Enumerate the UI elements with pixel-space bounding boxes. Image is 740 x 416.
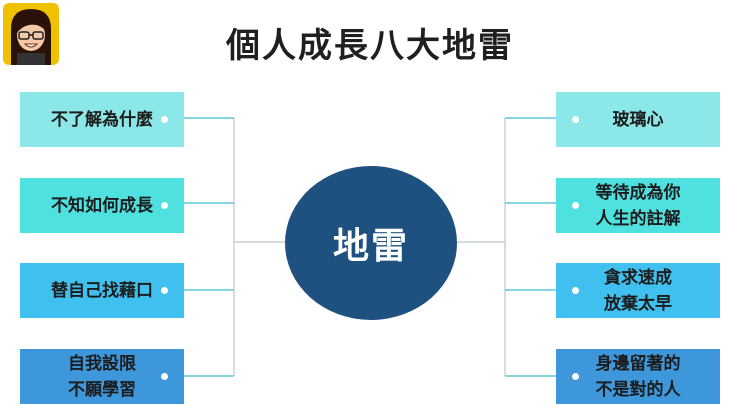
- card-text: 替自己找藉口: [51, 280, 153, 301]
- right-card-1: 玻璃心: [556, 92, 720, 147]
- page-title: 個人成長八大地雷: [226, 26, 514, 66]
- left-card-3: 替自己找藉口: [20, 263, 184, 318]
- right-card-2: 等待成為你 人生的註解: [556, 178, 720, 233]
- bullet-dot: [572, 287, 579, 294]
- bullet-dot: [572, 116, 579, 123]
- card-text: 等待成為你: [595, 182, 681, 203]
- right-card-3: 貪求速成 放棄太早: [556, 263, 720, 318]
- avatar: [3, 3, 59, 65]
- card-text: 不願學習: [68, 379, 136, 400]
- card-text: 放棄太早: [604, 293, 672, 314]
- left-card-2: 不知如何成長: [20, 178, 184, 233]
- card-text: 自我設限: [68, 353, 136, 374]
- left-card-4: 自我設限 不願學習: [20, 349, 184, 404]
- center-node: 地雷: [285, 166, 457, 320]
- bullet-dot: [572, 202, 579, 209]
- bullet-dot: [161, 373, 168, 380]
- card-text: 身邊留著的: [595, 353, 681, 374]
- right-card-4: 身邊留著的 不是對的人: [556, 349, 720, 404]
- bullet-dot: [161, 202, 168, 209]
- card-text: 不了解為什麼: [51, 109, 153, 130]
- bullet-dot: [161, 287, 168, 294]
- card-text: 不是對的人: [595, 379, 681, 400]
- card-text: 不知如何成長: [51, 195, 153, 216]
- card-text: 玻璃心: [612, 109, 664, 130]
- card-text: 人生的註解: [595, 208, 681, 229]
- bullet-dot: [572, 373, 579, 380]
- card-text: 貪求速成: [604, 267, 672, 288]
- bullet-dot: [161, 116, 168, 123]
- left-card-1: 不了解為什麼: [20, 92, 184, 147]
